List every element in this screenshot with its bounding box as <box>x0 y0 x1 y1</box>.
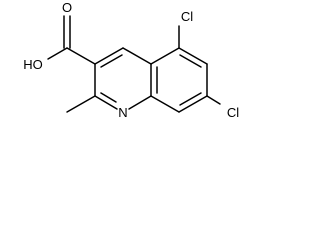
bond-c7-c8-inner <box>179 92 202 106</box>
bond-c2-n1 <box>94 95 118 110</box>
bond-c3-carboxyl <box>66 47 96 65</box>
bond-c5-c6 <box>178 47 208 65</box>
bond-c4a-c5 <box>150 47 180 65</box>
atom-label-chlorine-top: Cl <box>181 9 193 24</box>
bond-c5-c6-inner <box>179 54 202 68</box>
bond-c4-c3 <box>94 47 124 65</box>
chemical-structure-diagram: O HO N Cl Cl <box>23 0 239 120</box>
bond-c2-methyl <box>66 95 96 113</box>
bond-c4a-c4 <box>122 47 152 65</box>
bond-n1-c8a <box>128 95 152 110</box>
bond-c4-c3-inner <box>100 54 123 68</box>
bond-c7-chlorine <box>206 95 221 105</box>
bond-c2-n1-inner <box>100 92 117 103</box>
atom-label-hydroxyl: HO <box>23 57 43 72</box>
bond-carboxyl-hydroxyl <box>47 47 68 60</box>
atom-label-ring-nitrogen: N <box>118 105 127 120</box>
bond-set <box>47 15 221 113</box>
atom-label-chlorine-bottom: Cl <box>227 105 239 120</box>
atom-label-set: O HO N Cl Cl <box>23 0 239 120</box>
bond-c8-c8a <box>150 95 180 113</box>
atom-label-carbonyl-oxygen: O <box>62 0 72 15</box>
bond-c7-c8 <box>178 95 208 113</box>
